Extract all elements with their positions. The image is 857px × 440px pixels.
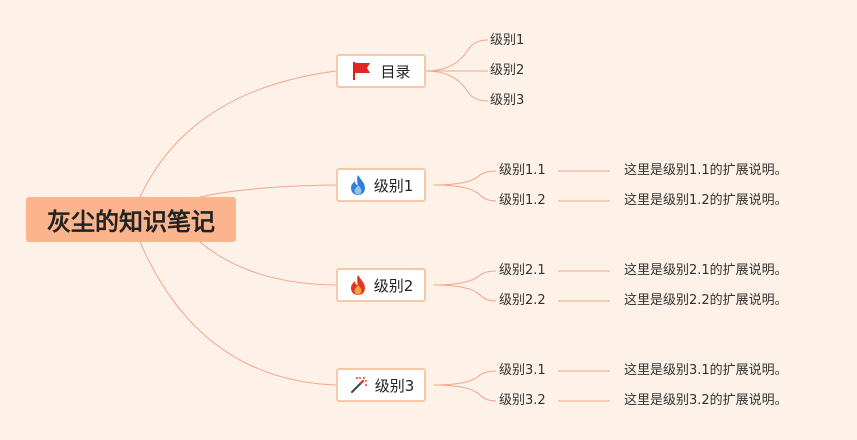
connector-root-level3 (139, 241, 337, 386)
description-2-2[interactable]: 这里是级别2.2的扩展说明。 (624, 293, 788, 308)
branch-level2-label: 级别2 (373, 276, 414, 295)
subtopic-1-1[interactable]: 级别1.1 (499, 163, 546, 178)
subtopic-3-1[interactable]: 级别3.1 (499, 363, 546, 378)
branch-level1[interactable]: 级别1 (336, 168, 426, 202)
branch-level1-label: 级别1 (373, 176, 414, 195)
branch-level3-label: 级别3 (374, 376, 415, 395)
description-2-1[interactable]: 这里是级别2.1的扩展说明。 (624, 263, 788, 278)
toc-item[interactable]: 级别3 (490, 93, 525, 108)
connector-root-level2 (199, 241, 337, 286)
description-1-1[interactable]: 这里是级别1.1的扩展说明。 (624, 163, 788, 178)
description-3-2[interactable]: 这里是级别3.2的扩展说明。 (624, 393, 788, 408)
root-topic[interactable]: 灰尘的知识笔记 (26, 197, 236, 242)
branch-toc[interactable]: 目录 (336, 54, 426, 88)
subtopic-2-2[interactable]: 级别2.2 (499, 293, 546, 308)
flame-red-icon (350, 275, 365, 295)
subtopic-3-2[interactable]: 级别3.2 (499, 393, 546, 408)
toc-item[interactable]: 级别1 (490, 33, 525, 48)
toc-item[interactable]: 级别2 (490, 63, 525, 78)
connector-root-level1 (199, 184, 337, 198)
flame-blue-icon (350, 175, 365, 195)
subtopic-2-1[interactable]: 级别2.1 (499, 263, 546, 278)
flag-icon (353, 62, 371, 80)
connector-root-toc (139, 70, 337, 198)
root-topic-label: 灰尘的知识笔记 (47, 208, 215, 236)
branch-level2[interactable]: 级别2 (336, 268, 426, 302)
description-1-2[interactable]: 这里是级别1.2的扩展说明。 (624, 193, 788, 208)
magic-wand-icon (350, 377, 367, 393)
branch-toc-label: 目录 (380, 62, 411, 81)
description-3-1[interactable]: 这里是级别3.1的扩展说明。 (624, 363, 788, 378)
branch-level3[interactable]: 级别3 (336, 368, 426, 402)
subtopic-1-2[interactable]: 级别1.2 (499, 193, 546, 208)
